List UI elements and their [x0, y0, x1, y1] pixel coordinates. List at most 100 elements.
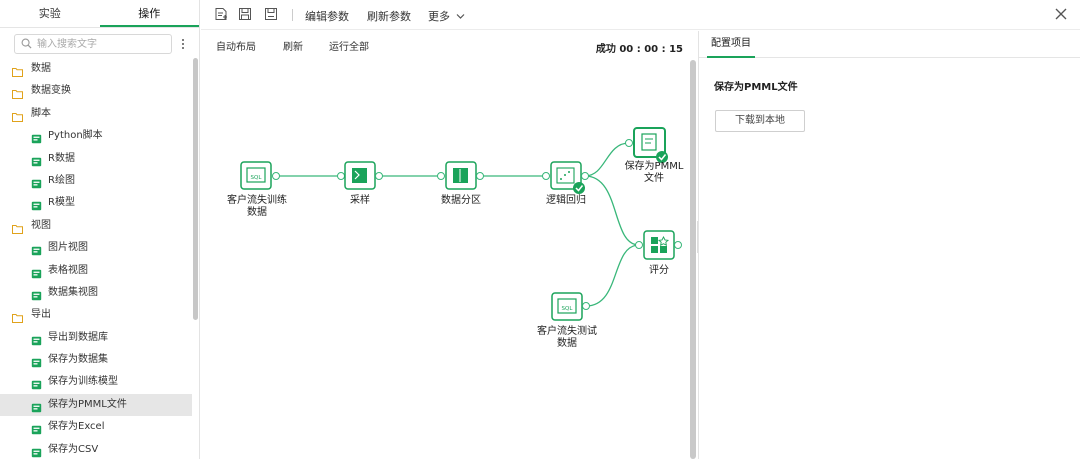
operator-tree: 数据数据变换脚本 Python脚本 R数据 R绘图 R模型视图图片视图表格视图数据集视图…: [0, 58, 192, 459]
refresh-params-button[interactable]: 刷新参数: [367, 10, 411, 23]
tree-item-9[interactable]: 表格视图: [0, 260, 192, 282]
tree-item-13[interactable]: 保存为数据集: [0, 349, 192, 371]
close-icon[interactable]: [1054, 7, 1068, 21]
tree-item-label: 表格视图: [48, 264, 88, 276]
node-label-line: 客户流失测试: [537, 326, 597, 337]
config-panel-tabs: 配置项目: [699, 31, 1080, 58]
save-excel-icon: [31, 422, 42, 435]
r-model-icon: [31, 198, 42, 211]
save-as-icon[interactable]: [264, 7, 278, 21]
node-label-score: 评分: [649, 265, 669, 276]
node-logistic-regression[interactable]: [542, 161, 589, 194]
tree-item-label: R绘图: [48, 174, 75, 186]
more-menu-button[interactable]: 更多: [428, 8, 465, 24]
node-train-data[interactable]: SQL: [240, 161, 280, 190]
edit-params-button[interactable]: 编辑参数: [305, 10, 349, 23]
folder-icon: [12, 221, 23, 234]
node-test-data[interactable]: SQL: [551, 292, 590, 321]
export-db-icon: [31, 333, 42, 345]
node-label-line: 保存为PMML: [624, 161, 684, 172]
canvas-scrollbar[interactable]: [690, 60, 696, 459]
tree-item-label: 保存为PMML文件: [48, 398, 127, 410]
node-label-line: 数据: [247, 207, 267, 218]
canvas-toolbar: 自动布局 刷新 运行全部 成功 00 : 00 : 15: [201, 31, 689, 58]
tab-operation[interactable]: 操作: [99, 0, 199, 27]
tree-folder-11[interactable]: 导出: [0, 304, 192, 326]
run-all-button[interactable]: 运行全部: [329, 42, 369, 53]
search-input[interactable]: [37, 37, 167, 52]
folder-icon: [12, 310, 23, 324]
tree-item-label: 图片视图: [48, 242, 88, 254]
tree-item-label: Python脚本: [48, 130, 103, 142]
node-label-line: 文件: [644, 173, 664, 184]
more-menu-label: 更多: [428, 10, 450, 23]
tree-item-14[interactable]: 保存为训练模型: [0, 371, 192, 393]
tree-item-15[interactable]: 保存为PMML文件: [0, 393, 192, 417]
flow-graph: SQL: [240, 127, 682, 321]
tree-item-8[interactable]: 图片视图: [0, 237, 192, 259]
r-plot-icon: [31, 176, 42, 189]
save-model-icon: [31, 377, 42, 390]
tree-item-label: 数据: [31, 63, 51, 74]
sidebar-scrollbar[interactable]: [193, 58, 198, 458]
tree-item-4[interactable]: R数据: [0, 148, 192, 170]
tree-item-label: 脚本: [31, 107, 51, 119]
tree-item-label: 保存为CSV: [48, 443, 99, 455]
tree-item-6[interactable]: R模型: [0, 192, 192, 214]
r-data-icon: [31, 154, 42, 166]
folder-icon: [12, 64, 23, 77]
edge-test-score: [585, 244, 640, 307]
node-label-split: 数据分区: [441, 195, 481, 206]
svg-text:SQL: SQL: [562, 306, 574, 312]
flow-edges: [276, 142, 640, 307]
save-icon[interactable]: [238, 7, 252, 21]
node-score[interactable]: [635, 230, 682, 260]
run-status: 成功 00 : 00 : 15: [595, 44, 683, 55]
python-script-icon: [31, 131, 42, 144]
node-label-test: 客户流失测试 数据: [531, 326, 603, 350]
search-box[interactable]: [14, 34, 172, 54]
more-options-icon[interactable]: [177, 37, 189, 51]
tab-config-items[interactable]: 配置项目: [707, 31, 755, 58]
tree-item-label: 导出: [31, 309, 51, 321]
tree-item-3[interactable]: Python脚本: [0, 125, 192, 147]
tree-item-label: 保存为数据集: [48, 354, 108, 366]
node-label-train: 客户流失训练 数据: [223, 195, 291, 219]
download-local-button[interactable]: 下载到本地: [715, 110, 805, 132]
tree-item-5[interactable]: R绘图: [0, 170, 192, 192]
tab-experiment[interactable]: 实验: [38, 7, 61, 20]
tree-item-label: 视图: [31, 219, 51, 231]
search-row: [14, 34, 194, 56]
tree-folder-0[interactable]: 数据: [0, 58, 192, 80]
tree-item-10[interactable]: 数据集视图: [0, 282, 192, 304]
tree-item-label: R模型: [48, 197, 75, 209]
tree-item-17[interactable]: 保存为CSV: [0, 439, 192, 459]
toolbar-divider: [292, 9, 293, 21]
node-label-sample: 采样: [350, 195, 370, 206]
node-label-line: 数据: [557, 338, 577, 349]
table-view-icon: [31, 266, 42, 278]
flow-canvas[interactable]: SQL: [201, 58, 690, 459]
tree-folder-1[interactable]: 数据变换: [0, 80, 192, 102]
edge-logreg-pmml: [584, 142, 630, 177]
node-partition[interactable]: [437, 161, 484, 190]
auto-layout-button[interactable]: 自动布局: [216, 42, 256, 53]
config-panel: 配置项目 保存为PMML文件 下载到本地: [698, 31, 1080, 459]
node-label-line: 客户流失训练: [227, 195, 287, 206]
node-sample[interactable]: [337, 161, 383, 190]
tree-item-16[interactable]: 保存为Excel: [0, 416, 192, 438]
save-csv-icon: [31, 445, 42, 457]
tree-item-12[interactable]: 导出到数据库: [0, 327, 192, 349]
image-view-icon: [31, 243, 42, 256]
success-check-icon: [573, 182, 585, 194]
edge-logreg-score: [584, 175, 640, 246]
save-pmml-icon: [31, 400, 42, 413]
sidebar-scrollbar-thumb[interactable]: [193, 58, 198, 320]
new-file-icon[interactable]: [214, 7, 228, 21]
refresh-button[interactable]: 刷新: [283, 42, 303, 53]
node-save-pmml[interactable]: [625, 127, 669, 163]
tree-folder-7[interactable]: 视图: [0, 215, 192, 237]
tree-item-label: R数据: [48, 152, 75, 164]
tree-folder-2[interactable]: 脚本: [0, 103, 192, 125]
